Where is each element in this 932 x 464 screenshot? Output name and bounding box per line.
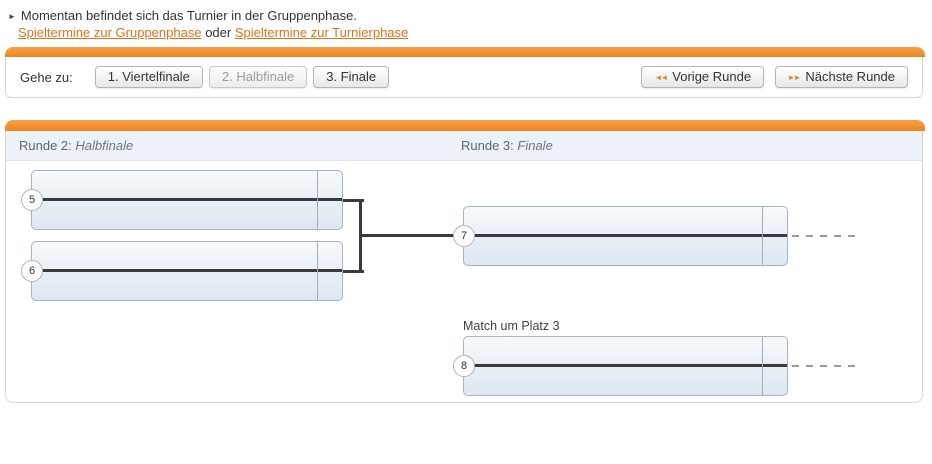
match-divider <box>32 198 342 201</box>
next-round-label: Nächste Runde <box>805 69 895 84</box>
notice-line2: Spieltermine zur Gruppenphase oder Spiel… <box>18 25 408 41</box>
score-column-separator <box>762 337 763 395</box>
round2-prefix: Runde 2: <box>19 138 72 153</box>
tournament-status-notice: ► Momentan befindet sich das Turnier in d… <box>8 8 408 41</box>
connector-to-final <box>359 234 457 237</box>
score-column-separator <box>762 207 763 265</box>
third-place-match-label: Match um Platz 3 <box>463 319 560 333</box>
match-box-5[interactable]: 5 <box>21 170 343 230</box>
nav-panel-orange-cap <box>5 47 925 57</box>
notice-text: Momentan befindet sich das Turnier in de… <box>20 8 357 23</box>
round3-prefix: Runde 3: <box>461 138 514 153</box>
match-divider <box>32 269 342 272</box>
match-divider <box>464 364 787 367</box>
round-button-viertelfinale[interactable]: 1. Viertelfinale <box>94 66 203 88</box>
score-column-separator <box>317 242 318 300</box>
connector-match5 <box>338 199 364 202</box>
bracket-header-strip: Runde 2: Halbfinale Runde 3: Finale <box>6 131 922 161</box>
bracket-panel: Runde 2: Halbfinale Runde 3: Finale 5 6 … <box>5 131 923 403</box>
match-number-badge: 6 <box>21 260 43 282</box>
round3-header: Runde 3: Finale <box>461 131 553 160</box>
double-arrow-right-icon: ►► <box>787 73 802 82</box>
round3-name: Finale <box>517 138 553 153</box>
match-box-6[interactable]: 6 <box>21 241 343 301</box>
match-number-badge: 8 <box>453 355 475 377</box>
match-number-badge: 7 <box>453 225 475 247</box>
round-button-halbfinale[interactable]: 2. Halbfinale <box>208 66 308 88</box>
notice-line1: ► Momentan befindet sich das Turnier in d… <box>8 8 408 25</box>
round-navigation-bar: Gehe zu: 1. Viertelfinale 2. Halbfinale … <box>5 57 923 98</box>
match-divider <box>464 234 787 237</box>
separator-word: oder <box>205 25 232 40</box>
goto-label: Gehe zu: <box>20 69 73 85</box>
round2-header: Runde 2: Halbfinale <box>19 131 133 160</box>
previous-round-button[interactable]: ◄◄ Vorige Runde <box>641 66 765 88</box>
previous-round-label: Vorige Runde <box>672 69 752 84</box>
link-spieltermine-gruppenphase[interactable]: Spieltermine zur Gruppenphase <box>18 25 202 40</box>
link-spieltermine-turnierphase[interactable]: Spieltermine zur Turnierphase <box>234 25 409 40</box>
double-arrow-left-icon: ◄◄ <box>654 73 668 82</box>
next-round-button[interactable]: ►►Nächste Runde <box>774 66 908 88</box>
winner-dash-line-final <box>792 235 858 237</box>
match-box-8[interactable]: 8 <box>453 336 788 396</box>
winner-dash-line-third-place <box>792 365 858 367</box>
round-step-buttons: ◄◄ Vorige Runde ►►Nächste Runde <box>641 66 908 88</box>
bracket-panel-orange-cap <box>5 120 925 131</box>
round2-name: Halbfinale <box>75 138 134 153</box>
round-button-finale[interactable]: 3. Finale <box>313 66 390 88</box>
bullet-icon: ► <box>8 12 16 21</box>
connector-match6 <box>338 270 364 273</box>
match-number-badge: 5 <box>21 189 43 211</box>
match-box-7[interactable]: 7 <box>453 206 788 266</box>
score-column-separator <box>317 171 318 229</box>
